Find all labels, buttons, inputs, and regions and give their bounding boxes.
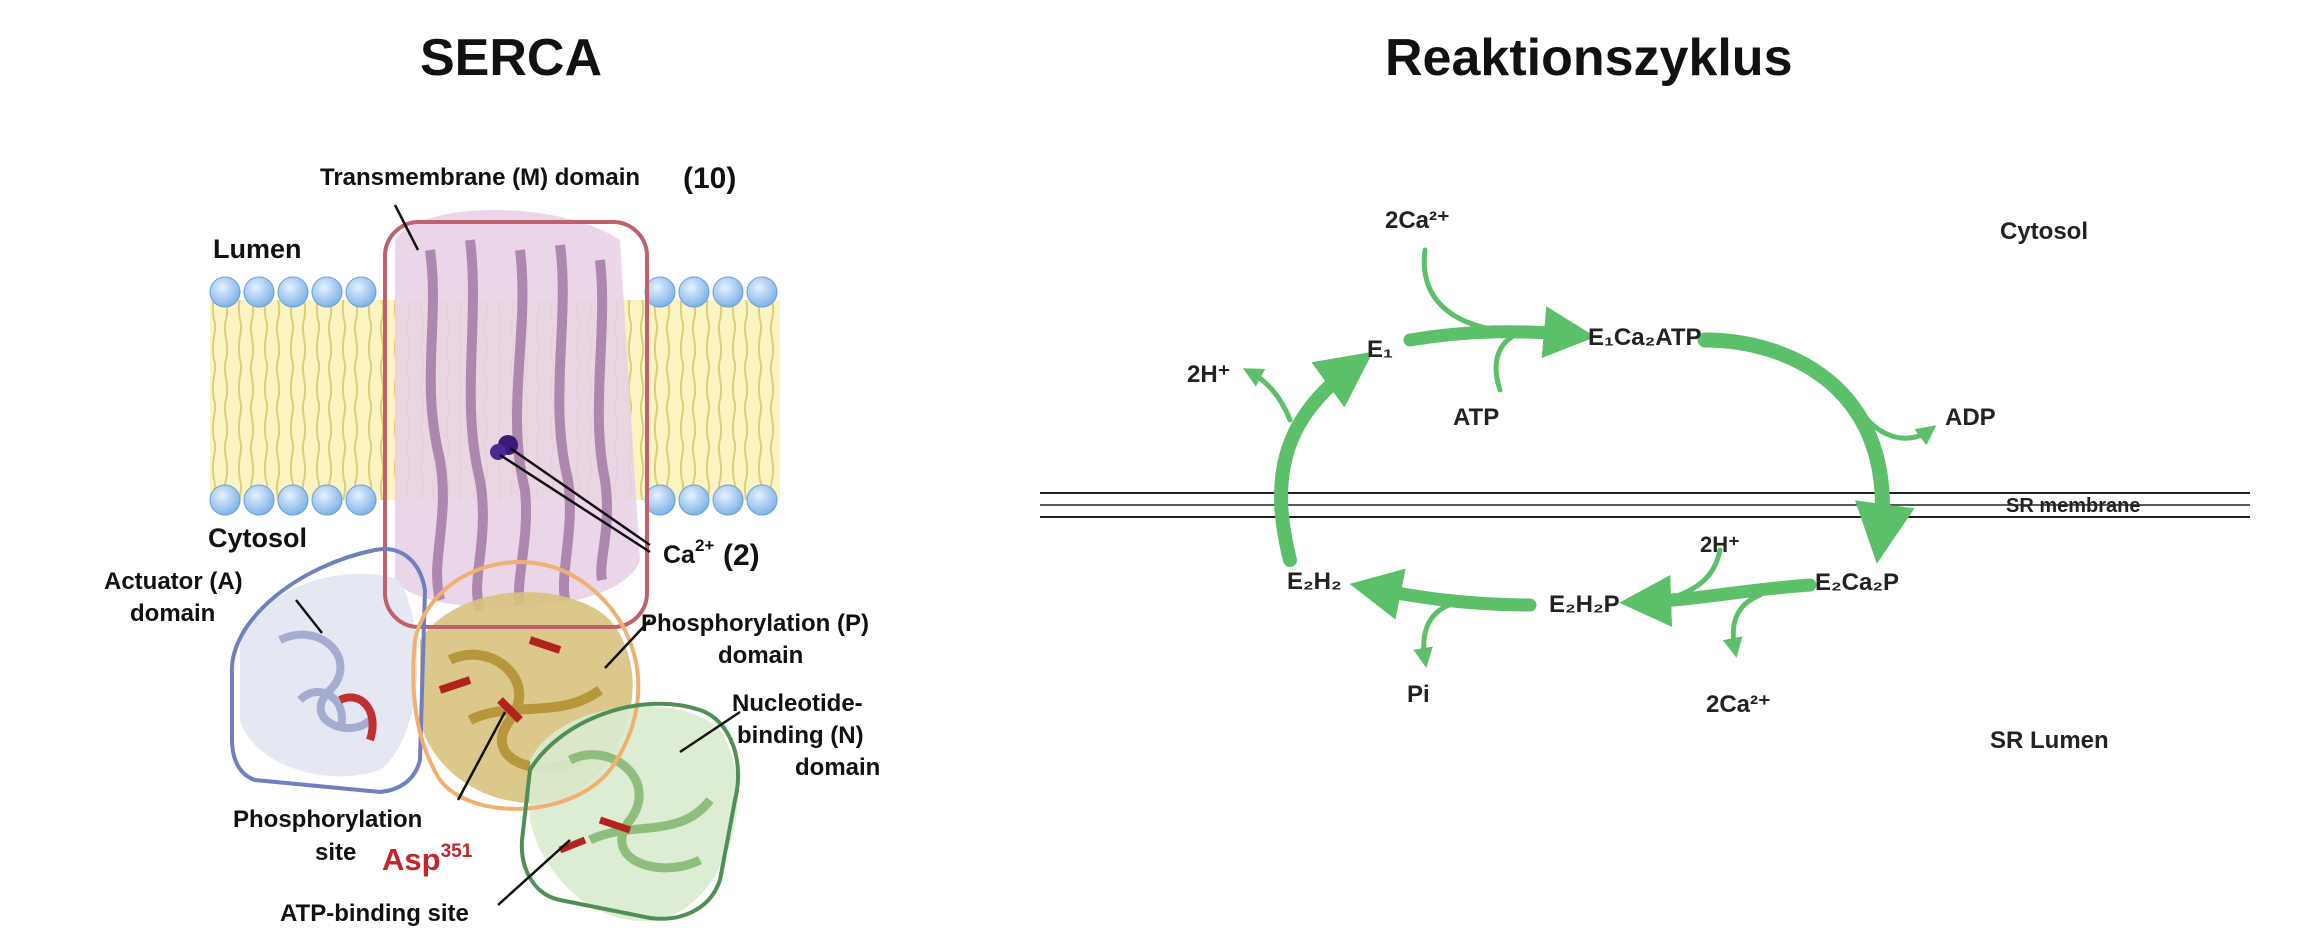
lumen-label: Lumen (213, 234, 302, 264)
lipid-heads-bottom (209, 484, 778, 516)
m-domain-outline (383, 220, 649, 629)
cycle-title: Reaktionszyklus (1385, 29, 1793, 87)
serca-structure: Transmembrane (M) domain (10) Lumen Cyto… (104, 162, 880, 927)
lipid-head (243, 484, 275, 516)
cytosol-label: Cytosol (208, 523, 307, 553)
arrow-e2ca2p-to-e2h2p (1619, 574, 1817, 627)
arrow-e2h2p-to-e2h2 (1349, 568, 1537, 620)
actuator-label-line2: domain (130, 600, 215, 627)
sr-lumen-label: SR Lumen (1990, 727, 2109, 754)
nucleotide-label-line3: domain (795, 754, 880, 781)
e2h2-label: E₂H₂ (1287, 568, 1342, 595)
lipid-head (243, 276, 275, 308)
reaction-cycle: Cytosol SR Lumen SR membrane 2Ca²⁺ E₁ E₁… (1040, 207, 2250, 754)
p-domain-accent (438, 636, 562, 723)
sr-membrane-label: SR membrane (2006, 495, 2141, 517)
lipid-head (277, 276, 309, 308)
calcium-label: Ca2+ (663, 536, 714, 569)
arrow-e2h2-to-e1 (1274, 351, 1374, 567)
p-domain-outline (411, 560, 641, 811)
n-domain-outline (519, 701, 741, 921)
transmembrane-label: Transmembrane (M) domain (320, 164, 640, 191)
lipid-head (746, 484, 778, 516)
e2ca2p-label: E₂Ca₂P (1815, 569, 1899, 596)
a-domain-outline (229, 547, 428, 795)
ca-in-label: 2Ca²⁺ (1385, 207, 1450, 234)
actuator-label-line1: Actuator (A) (104, 568, 243, 595)
lipid-head (678, 484, 710, 516)
cytosol-region-label: Cytosol (2000, 218, 2088, 245)
e1ca2atp-label: E₁Ca₂ATP (1588, 324, 1702, 351)
a-domain-accent (338, 693, 377, 742)
h-out-label: 2H⁺ (1187, 361, 1230, 388)
lipid-head (712, 276, 744, 308)
e2h2p-label: E₂H₂P (1549, 591, 1620, 618)
cycle-arrows (1242, 247, 1937, 668)
arrow-pi-out (1413, 600, 1458, 668)
atp-label: ATP (1453, 404, 1499, 431)
h-in-label: 2H⁺ (1700, 532, 1740, 557)
phos-site-label-line2: site (315, 839, 356, 866)
asp-label: Asp351 (382, 841, 473, 877)
nucleotide-label-line1: Nucleotide- (732, 690, 863, 717)
lipid-head (644, 484, 676, 516)
lipid-head (311, 484, 343, 516)
lipid-head (345, 276, 377, 308)
arrow-atp-in (1493, 330, 1523, 393)
arrow-ca-in (1421, 247, 1498, 333)
arrow-adp-out (1857, 407, 1937, 446)
adp-label: ADP (1945, 404, 1996, 431)
a-domain-helices (278, 630, 373, 732)
calcium-count: (2) (723, 539, 760, 572)
phosphorylation-domain-label-line1: Phosphorylation (P) (641, 610, 869, 637)
lipid-head (712, 484, 744, 516)
arrow-e1-to-e1ca2atp (1403, 306, 1596, 359)
lipid-head (345, 484, 377, 516)
pi-label: Pi (1407, 681, 1430, 708)
n-domain-helices (567, 750, 714, 873)
n-domain-accent (558, 816, 632, 854)
transmembrane-count: (10) (683, 162, 736, 195)
lipid-head (746, 276, 778, 308)
phos-site-label-line1: Phosphorylation (233, 806, 422, 833)
nucleotide-label-line2: binding (N) (737, 722, 864, 749)
ca-out-label: 2Ca²⁺ (1706, 691, 1771, 718)
lipid-head (209, 484, 241, 516)
lipid-head (644, 276, 676, 308)
phosphorylation-domain-label-line2: domain (718, 642, 803, 669)
lipid-head (678, 276, 710, 308)
leader-lines (295, 204, 741, 906)
lipid-head (277, 484, 309, 516)
serca-title: SERCA (420, 29, 603, 87)
arrow-e1ca2atp-to-e2ca2p (1697, 332, 1915, 564)
arrow-ca-out (1722, 592, 1763, 658)
lipid-head (311, 276, 343, 308)
lipid-heads-top (209, 276, 778, 308)
atp-binding-site-label: ATP-binding site (280, 900, 469, 927)
arrow-h-out (1242, 368, 1293, 423)
e1-label: E₁ (1367, 336, 1393, 363)
arrow-h-in (1662, 547, 1723, 603)
lipid-head (209, 276, 241, 308)
